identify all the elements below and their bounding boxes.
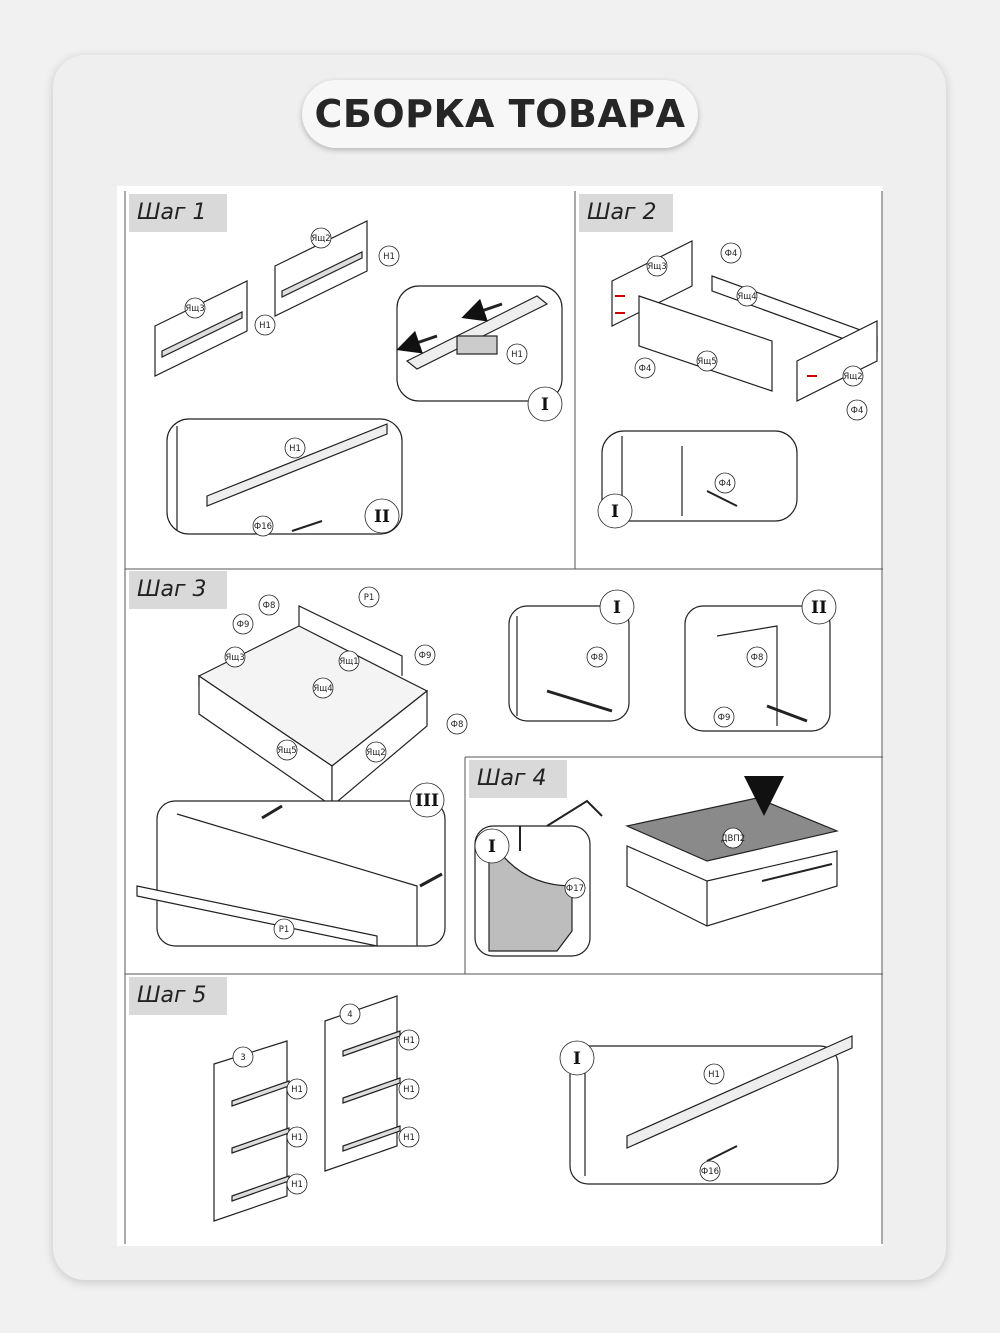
callout-yash3: Ящ3 bbox=[225, 653, 244, 663]
detail-marker-i: I bbox=[573, 1049, 581, 1069]
callout-yash2: Ящ2 bbox=[843, 372, 862, 382]
callout-f9: Ф9 bbox=[237, 620, 250, 630]
assembly-sheet: Ящ3 Ящ2 Н1 Н1 Н1 Н1 Ф16 I II bbox=[117, 186, 883, 1246]
callout-f16: Ф16 bbox=[254, 522, 272, 532]
callout-panel-4: 4 bbox=[347, 1010, 352, 1020]
step4-callouts bbox=[474, 827, 744, 899]
callout-yash2: Ящ2 bbox=[311, 234, 330, 244]
step-2-label: Шаг 2 bbox=[579, 194, 673, 232]
detail-marker-i: I bbox=[541, 395, 549, 415]
callout-h1: Н1 bbox=[291, 1133, 303, 1143]
callout-h1: Н1 bbox=[291, 1180, 303, 1190]
detail-marker-i: I bbox=[611, 502, 619, 522]
step-4-label: Шаг 4 bbox=[469, 760, 567, 798]
callout-yash1: Ящ1 bbox=[339, 657, 358, 667]
grid-lines bbox=[124, 191, 883, 1244]
page-title: СБОРКА ТОВАРА bbox=[302, 80, 698, 148]
step5-callouts bbox=[232, 1003, 725, 1195]
callout-f8: Ф8 bbox=[591, 653, 604, 663]
callout-f8: Ф8 bbox=[451, 720, 464, 730]
callout-yash5: Ящ5 bbox=[697, 357, 716, 367]
detail-marker-i: I bbox=[488, 837, 496, 857]
detail-marker-ii: II bbox=[374, 507, 390, 527]
callout-dvp: ДВП2 bbox=[721, 834, 745, 844]
callout-h1: Н1 bbox=[403, 1133, 415, 1143]
callout-f4: Ф4 bbox=[719, 479, 732, 489]
callout-h1: Н1 bbox=[289, 444, 301, 454]
callout-panel-3: 3 bbox=[240, 1053, 245, 1063]
step1-callouts bbox=[184, 227, 563, 537]
step2-callouts bbox=[597, 242, 868, 529]
step-3-label: Шаг 3 bbox=[129, 571, 227, 609]
callout-f4: Ф4 bbox=[639, 364, 652, 374]
callout-yash4: Ящ4 bbox=[313, 684, 332, 694]
callout-yash3: Ящ3 bbox=[647, 262, 666, 272]
step-5-label: Шаг 5 bbox=[129, 977, 227, 1015]
callout-f9: Ф9 bbox=[718, 713, 731, 723]
callout-h1: Н1 bbox=[708, 1070, 720, 1080]
detail-marker-iii: III bbox=[415, 791, 439, 811]
detail-marker-i: I bbox=[613, 598, 621, 618]
callout-f17: Ф17 bbox=[566, 884, 584, 894]
callout-h1: Н1 bbox=[511, 350, 523, 360]
step4-illustration bbox=[474, 776, 839, 957]
callout-yash3: Ящ3 bbox=[185, 304, 204, 314]
callout-f4: Ф4 bbox=[851, 406, 864, 416]
step1-illustration bbox=[154, 220, 563, 535]
step-1-label: Шаг 1 bbox=[129, 194, 227, 232]
step2-illustration bbox=[601, 240, 878, 522]
callout-yash2: Ящ2 bbox=[366, 748, 385, 758]
callout-p1: Р1 bbox=[364, 593, 375, 603]
callout-f8: Ф8 bbox=[263, 601, 276, 611]
callout-f8: Ф8 bbox=[751, 653, 764, 663]
callout-h1: Н1 bbox=[403, 1036, 415, 1046]
step5-illustration bbox=[213, 995, 853, 1222]
callout-h1: Н1 bbox=[403, 1085, 415, 1095]
callout-f16: Ф16 bbox=[701, 1167, 719, 1177]
callout-h1: Н1 bbox=[383, 252, 395, 262]
callout-h1: Н1 bbox=[259, 321, 271, 331]
assembly-diagram: Ящ3 Ящ2 Н1 Н1 Н1 Н1 Ф16 I II bbox=[124, 191, 883, 1244]
callout-h1: Н1 bbox=[291, 1085, 303, 1095]
callout-yash5: Ящ5 bbox=[277, 746, 296, 756]
step3-callouts bbox=[224, 586, 837, 940]
callout-p1: Р1 bbox=[279, 925, 290, 935]
callout-f4: Ф4 bbox=[725, 249, 738, 259]
detail-marker-ii: II bbox=[811, 598, 827, 618]
callout-yash4: Ящ4 bbox=[737, 292, 756, 302]
callout-f9: Ф9 bbox=[419, 651, 432, 661]
